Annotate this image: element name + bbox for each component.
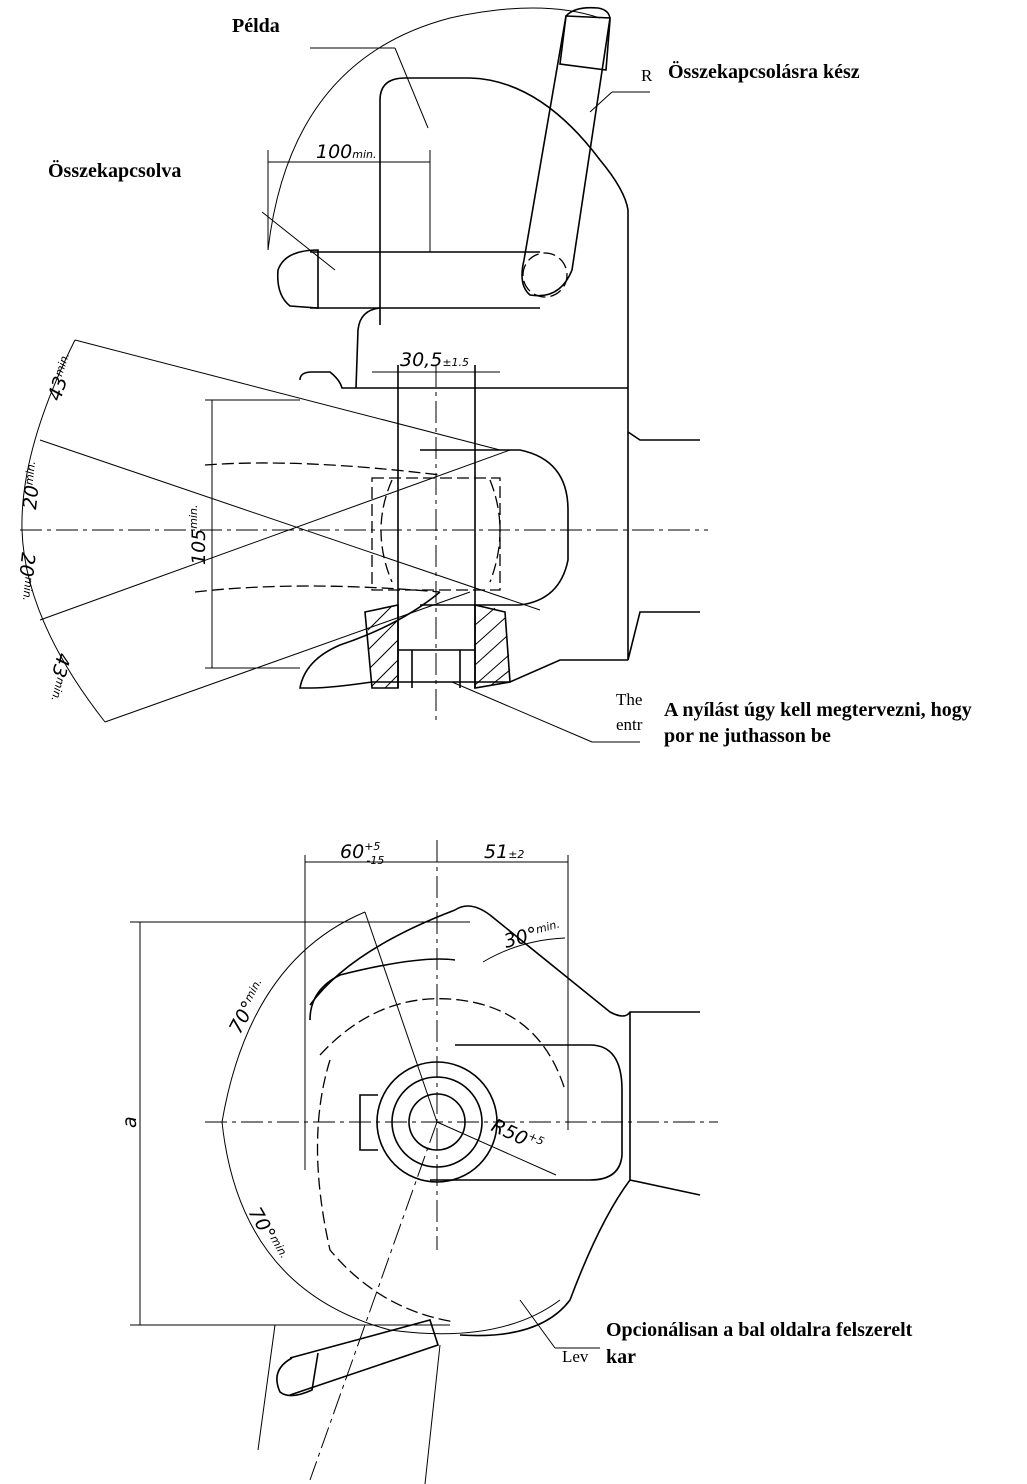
dim-100-text: 100min. [316, 141, 377, 163]
hub-ring-inner [408, 1093, 466, 1151]
handle-grip [276, 1352, 319, 1397]
inner-dashed [316, 1059, 456, 1323]
dim-30deg-text: 30°min. [502, 917, 564, 953]
hatched-section-left [364, 604, 399, 689]
hub-ring-mid [391, 1076, 483, 1168]
hook-body [379, 77, 629, 388]
outer-silhouette [454, 905, 701, 1337]
dim-70-top-text: 70°min. [225, 976, 272, 1037]
deg-30-arc [482, 937, 566, 963]
jaw [420, 449, 569, 606]
lev-leader [519, 1299, 556, 1349]
ray-2 [39, 439, 541, 611]
dust-leader [451, 681, 593, 743]
dim-43-bottom-text: 43min. [41, 651, 75, 703]
bottom-view [130, 840, 718, 1484]
dim-30-5-text: 30,5±1.5 [400, 349, 469, 371]
r-leader-2 [589, 91, 613, 113]
handle-open-cap [559, 6, 611, 71]
hub-tab [359, 1094, 378, 1151]
dim-105-text: 105min. [187, 504, 210, 565]
tilt-center [309, 1121, 438, 1481]
dim-r50-text: R50+5 [488, 1114, 546, 1158]
dim-20-2-text: 20min. [12, 551, 39, 601]
top-view [20, 6, 708, 743]
dim-20-1-text: 20min. [19, 460, 46, 510]
handle-ext [257, 1324, 441, 1484]
hatched-section-right [474, 603, 511, 689]
swing-circle [221, 911, 561, 1335]
jaw-inner [371, 477, 501, 591]
label-opcionalis-line2: kar [606, 1346, 636, 1368]
label-osszekapcsolasra-kesz: Összekapcsolásra kész [668, 60, 860, 83]
coupling-top-edge [299, 371, 628, 389]
r50-line [436, 1121, 557, 1176]
ray-upper [364, 911, 438, 1123]
lever-swing-arc [267, 7, 601, 251]
label-lev-fragment: Lev [562, 1347, 589, 1366]
angle-arc [21, 339, 106, 723]
curve-top [204, 462, 441, 476]
hub-inner [309, 958, 456, 1021]
ray-1 [74, 339, 501, 451]
hook-neck [355, 307, 381, 389]
pin-right [489, 479, 501, 583]
hub-ring-outer [376, 1061, 498, 1183]
label-opcionalis-line1: Opcionálisan a bal oldalra felszerelt [606, 1319, 913, 1341]
label-pelda: Példa [232, 15, 280, 37]
ray-4 [104, 591, 471, 723]
osszekapcsolva-leader [261, 211, 336, 271]
handle-open [521, 15, 611, 297]
pelda-leader-2 [394, 47, 429, 129]
label-nyilas-line1: A nyílást úgy kell megtervezni, hogy [664, 699, 972, 721]
pin-left [380, 479, 393, 583]
handle-closed [310, 251, 540, 309]
pivot [522, 252, 568, 298]
label-the-fragment: The [616, 690, 642, 709]
dim-43-top-text: 43min. [44, 351, 80, 404]
dim-70-bottom-text: 70°min. [244, 1204, 292, 1265]
label-entr-fragment: entr [616, 715, 643, 734]
hub-outline [309, 909, 456, 1006]
label-nyilas-line2: por ne juthasson be [664, 725, 831, 747]
curve-bottom [194, 585, 441, 593]
label-osszekapcsolva: Összekapcsolva [48, 159, 181, 182]
handle [289, 1319, 440, 1396]
label-r-mark: R [641, 66, 653, 85]
hub-dash [319, 998, 566, 1091]
dim-a-text: a [119, 1116, 141, 1128]
dim-51-text: 51±2 [484, 841, 524, 863]
dim-60-text: 60+5-15 [340, 840, 384, 867]
slot [430, 1044, 623, 1181]
ray-3 [39, 449, 511, 621]
handle-closed-grip [276, 249, 319, 309]
